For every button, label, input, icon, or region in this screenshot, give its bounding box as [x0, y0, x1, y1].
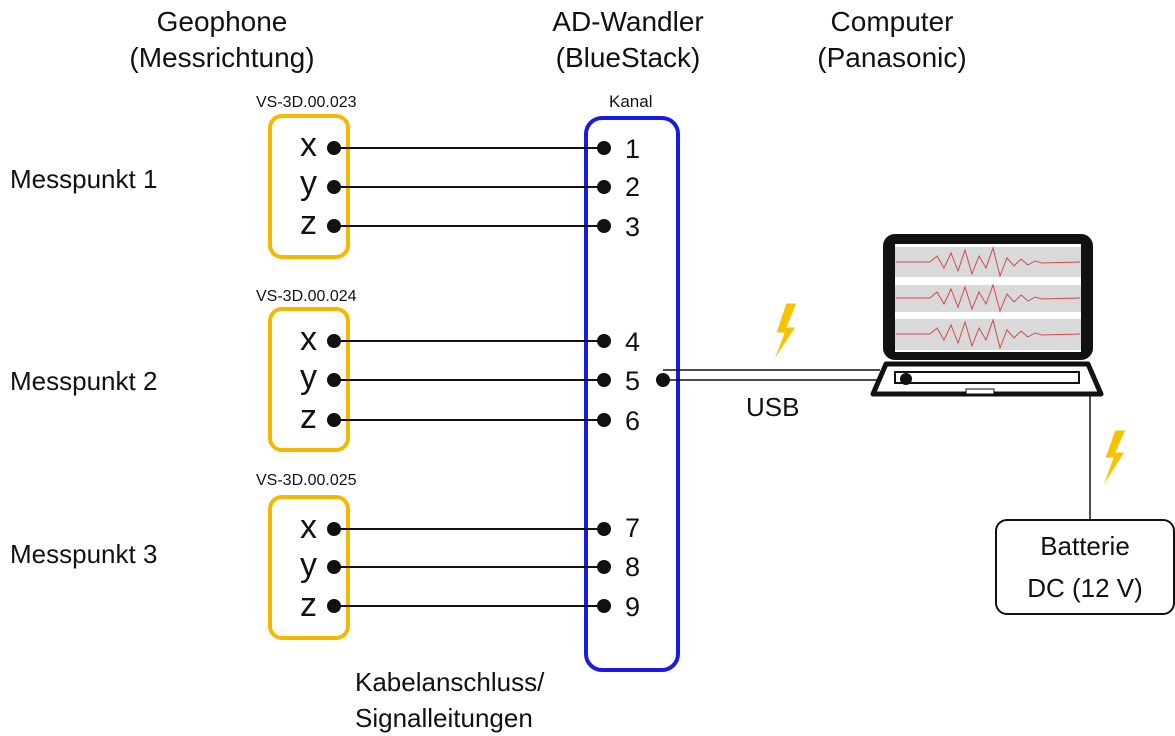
channel-number: 1: [625, 134, 641, 164]
connector-dot: [327, 599, 341, 613]
adc-header-line2: (BlueStack): [555, 42, 701, 73]
geophone-header: Geophone (Messrichtung): [102, 4, 342, 76]
messpunkt-label: Messpunkt 2: [10, 366, 158, 396]
geophone-header-line2: (Messrichtung): [129, 42, 315, 73]
connector-dot: [327, 522, 341, 536]
axis-label-z: z: [300, 586, 317, 624]
connector-dot: [327, 413, 341, 427]
connector-dot: [327, 141, 341, 155]
usb-cable: [663, 369, 880, 381]
connector-dot: [327, 373, 341, 387]
lightning-icon: [772, 302, 798, 363]
messpunkt-label: Messpunkt 1: [10, 164, 158, 194]
connector-dot: [597, 219, 611, 233]
axis-label-y: y: [300, 546, 317, 584]
channel-number: 6: [625, 406, 641, 436]
axis-label-x: x: [300, 320, 317, 358]
channel-number: 3: [625, 212, 641, 242]
connector-dot: [597, 334, 611, 348]
kanal-label: Kanal: [609, 92, 653, 111]
connector-dot: [327, 560, 341, 574]
signal-lines: [334, 147, 604, 607]
axis-label-x: x: [300, 126, 317, 164]
axis-label-x: x: [300, 508, 317, 546]
adc-header-line1: AD-Wandler: [552, 6, 704, 37]
cable-label-line2: Signalleitungen: [355, 703, 533, 733]
computer-header-line1: Computer: [830, 6, 954, 37]
connector-dot: [597, 522, 611, 536]
connector-dot: [597, 141, 611, 155]
laptop-usb-port: [900, 373, 912, 385]
laptop-icon: [870, 234, 1104, 397]
channel-number: 7: [625, 513, 641, 543]
cable-label-line1: Kabelanschluss/: [355, 667, 545, 697]
connector-dot: [597, 599, 611, 613]
connector-dot: [597, 180, 611, 194]
geophone-header-line1: Geophone: [156, 6, 288, 37]
geophone-serial: VS-3D.00.025: [256, 472, 357, 489]
axis-label-y: y: [300, 358, 317, 396]
computer-header: Computer (Panasonic): [772, 4, 1012, 76]
lightning-icon: [1101, 429, 1127, 489]
battery-box: Batterie DC (12 V): [995, 519, 1175, 615]
channel-number: 2: [625, 172, 641, 202]
channel-number: 5: [625, 366, 641, 396]
battery-label-line1: Batterie: [1040, 531, 1130, 561]
geophone-serial: VS-3D.00.023: [256, 94, 357, 111]
adc-box: [584, 116, 680, 672]
connector-dot: [597, 413, 611, 427]
usb-label: USB: [746, 392, 800, 422]
adc-header: AD-Wandler (BlueStack): [508, 4, 748, 76]
messpunkt-label: Messpunkt 3: [10, 539, 158, 569]
computer-header-line2: (Panasonic): [817, 42, 967, 73]
geophone-serial: VS-3D.00.024: [256, 288, 357, 305]
channel-number: 8: [625, 552, 641, 582]
axis-label-z: z: [300, 398, 317, 436]
cable-label: Kabelanschluss/ Signalleitungen: [355, 664, 544, 736]
connector-dot: [327, 334, 341, 348]
connector-dot: [597, 560, 611, 574]
channel-number: 9: [625, 592, 641, 622]
axis-label-z: z: [300, 204, 317, 242]
connector-dot: [597, 373, 611, 387]
connector-dot: [327, 219, 341, 233]
axis-label-y: y: [300, 164, 317, 202]
battery-label-line2: DC (12 V): [1027, 573, 1143, 603]
connector-dots: [327, 141, 670, 613]
connector-dot: [327, 180, 341, 194]
channel-number: 4: [625, 327, 641, 357]
